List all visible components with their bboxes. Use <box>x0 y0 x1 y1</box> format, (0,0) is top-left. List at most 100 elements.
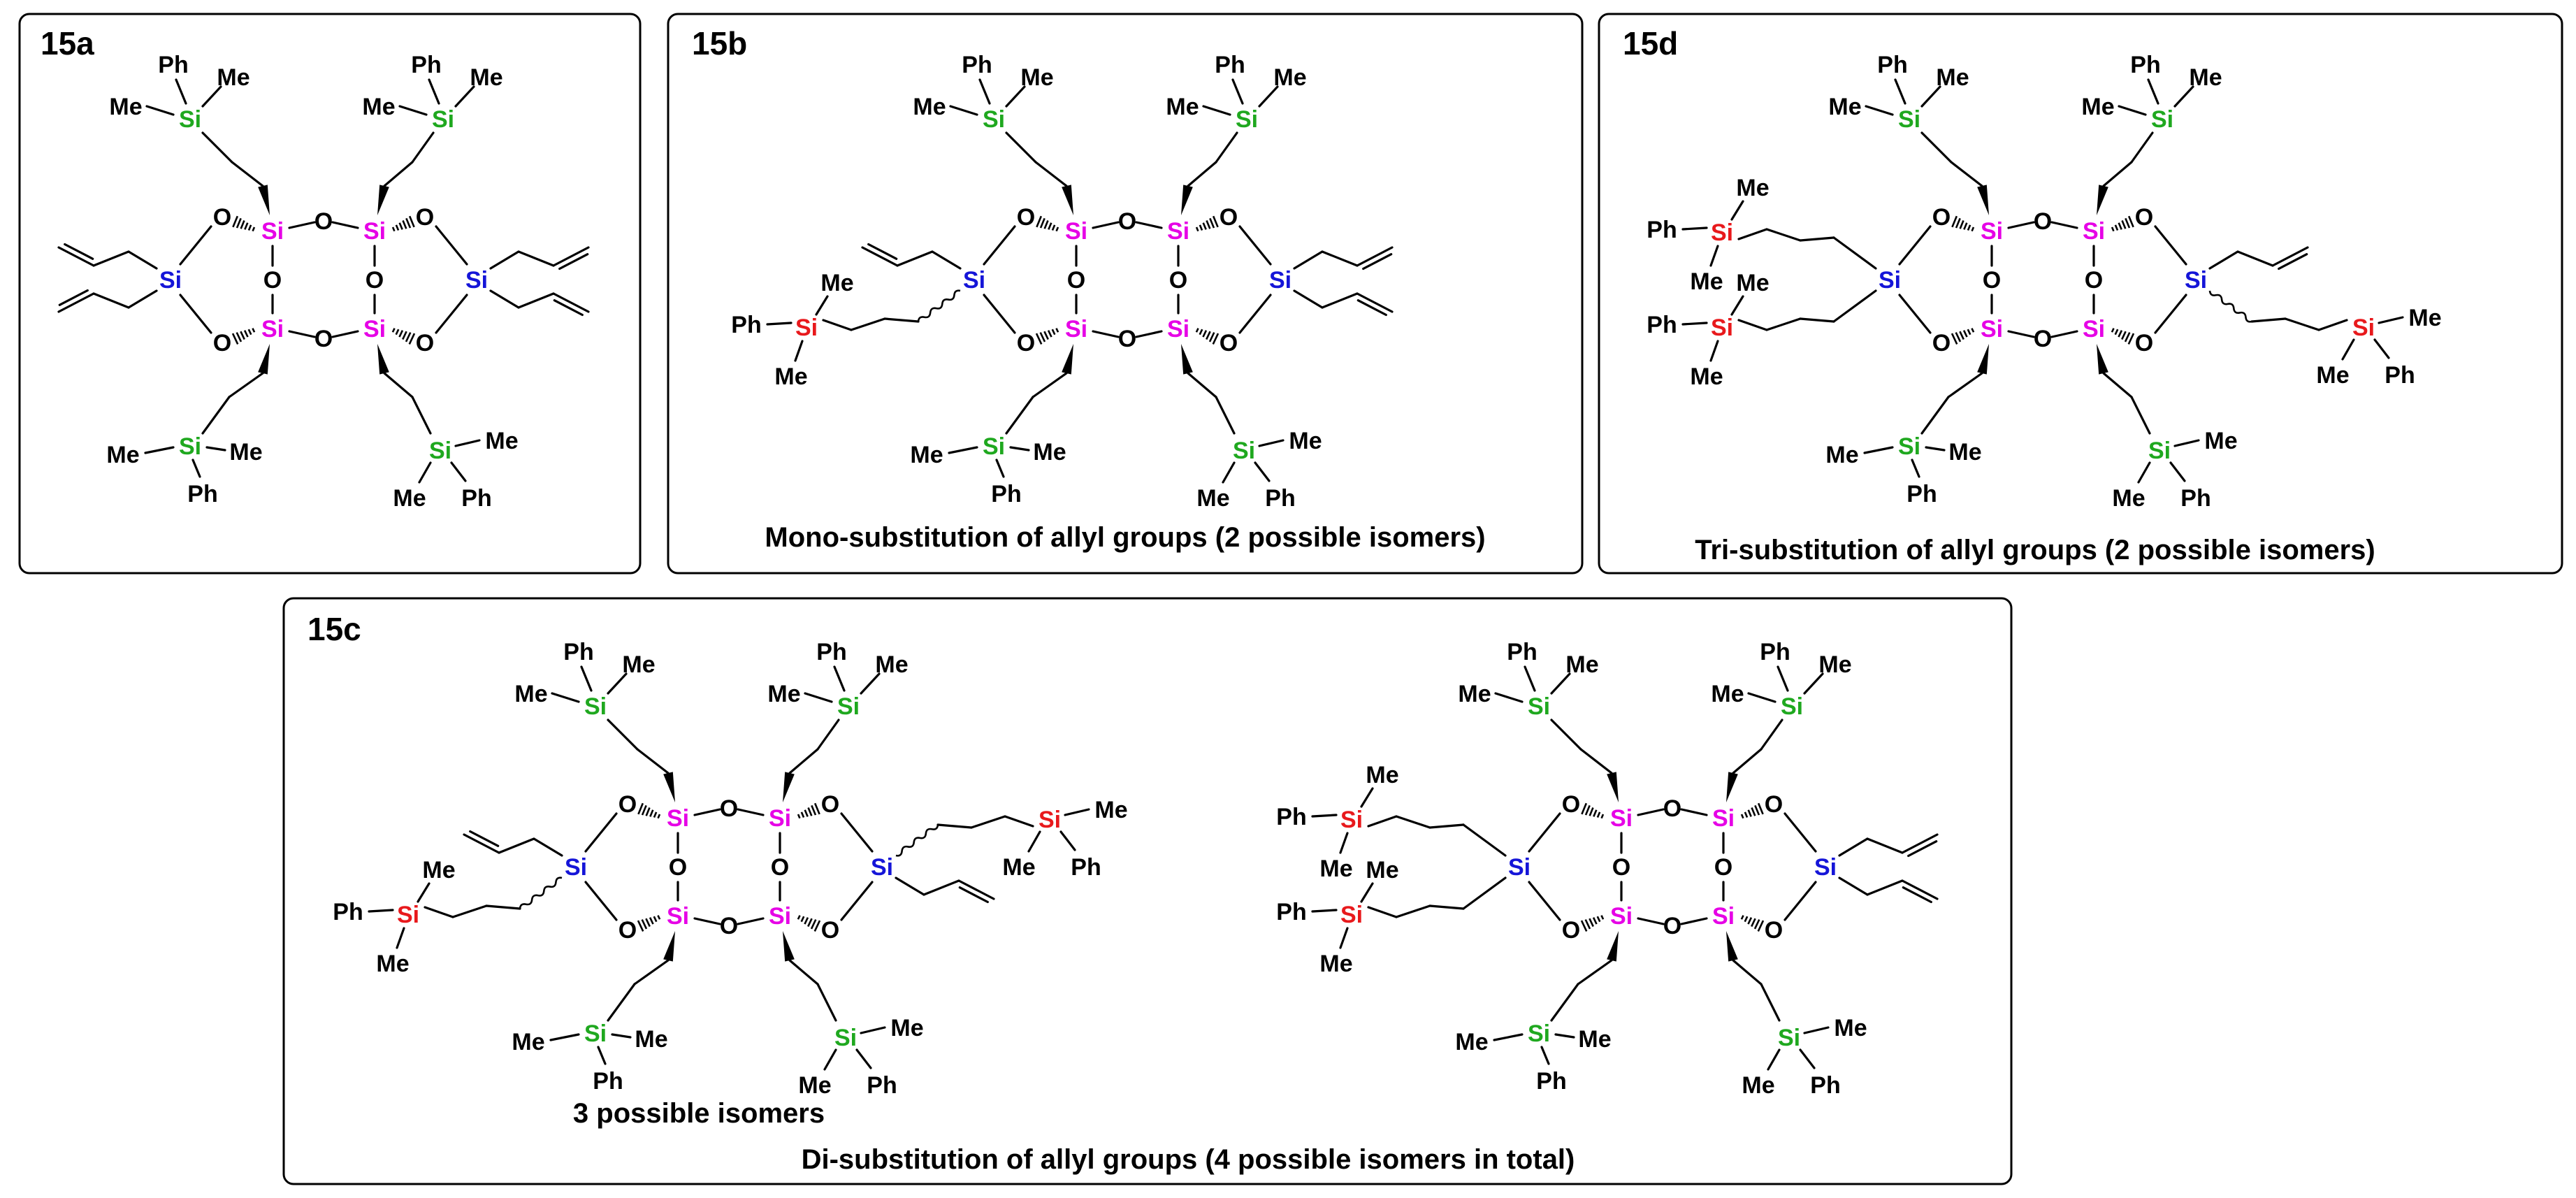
bond <box>931 250 962 270</box>
molecule-15b-bridge-si: Si <box>1269 267 1291 294</box>
bond <box>418 461 432 484</box>
bond <box>2050 330 2078 338</box>
bond <box>766 322 793 326</box>
bond <box>1907 840 1938 858</box>
molecule-15b-o-atom: O <box>1220 330 1238 356</box>
bond <box>2373 338 2390 359</box>
molecule-15c-isomer-1-pendant-me-label: Me <box>767 681 800 707</box>
bond <box>485 904 521 910</box>
bond <box>1732 748 1763 774</box>
molecule-15d-pendant-me-label: Me <box>1936 64 1969 91</box>
molecule-15c-isomer-1-o-atom: O <box>821 791 839 818</box>
hash-bond <box>804 917 809 925</box>
bond <box>883 317 920 323</box>
bond <box>983 225 1016 266</box>
molecule-15c-isomer-2-substituted-ph-label: Ph <box>1276 804 1306 830</box>
hash-bond <box>1212 215 1219 228</box>
bond <box>1832 236 1877 270</box>
molecule-15c-isomer-2-pendant-me-label: Me <box>1458 681 1491 707</box>
bond <box>463 833 500 854</box>
bond <box>861 246 899 267</box>
bond <box>1901 833 1939 854</box>
bond <box>2007 330 2035 338</box>
bond <box>398 105 428 116</box>
hash-bond <box>1212 333 1220 345</box>
wedge-bond <box>2097 185 2108 215</box>
hash-bond <box>1959 220 1964 229</box>
molecule-15a-pendant-me-label: Me <box>393 485 426 512</box>
bond <box>2278 253 2308 270</box>
hash-bond <box>236 217 242 229</box>
bond <box>1092 330 1120 338</box>
bond <box>860 672 881 695</box>
molecule-15c-isomer-2-o-atom: O <box>1765 791 1783 818</box>
bond <box>1187 372 1217 398</box>
hash-bond <box>231 333 239 345</box>
molecule-15b-substituted-me-label: Me <box>820 270 853 296</box>
molecule-15a-pendant-me-label: Me <box>109 94 142 120</box>
hash-bond <box>1039 332 1046 342</box>
bond <box>1524 665 1536 692</box>
hash-bond <box>1206 331 1211 340</box>
molecule-15c-isomer-2-o-atom: O <box>1612 854 1630 881</box>
bond <box>2050 221 2078 229</box>
molecule-15b-o-atom: O <box>1017 204 1035 231</box>
bond <box>1863 446 1894 454</box>
molecule-15d-substituted-ph-label: Ph <box>1647 312 1677 338</box>
bond <box>1494 692 1524 703</box>
molecule-15c-isomer-1-pendant-ph-label: Ph <box>563 639 593 665</box>
hash-bond <box>1596 811 1601 818</box>
molecule-15b-o-atom: O <box>1169 267 1187 294</box>
bond <box>840 812 874 853</box>
bond <box>922 879 960 896</box>
bond <box>424 906 454 918</box>
molecule-15a-pendant-ph-label: Ph <box>187 481 217 507</box>
hash-bond <box>1209 217 1215 229</box>
bond <box>633 959 670 986</box>
molecule-15a-pendant-me-label: Me <box>106 442 139 468</box>
bond <box>1395 904 1431 918</box>
molecule-15a-pendant-ph-label: Ph <box>461 485 491 512</box>
bond <box>127 289 158 309</box>
hash-bond <box>1589 918 1594 928</box>
bond <box>1135 330 1163 338</box>
hash-bond <box>1751 918 1756 928</box>
molecule-15c-isomer-1-bridge-si: Si <box>871 854 893 881</box>
bond <box>1760 983 1781 1022</box>
bond <box>860 1026 886 1034</box>
molecule-15c-isomer-2-pendant-si-atom: Si <box>1528 1020 1550 1047</box>
hash-bond <box>653 811 658 818</box>
hash-bond <box>1754 804 1760 816</box>
wedge-bond <box>2097 344 2108 375</box>
panel-15c-caption: Di-substitution of allyl groups (4 possi… <box>802 1144 1575 1175</box>
bond <box>607 672 628 695</box>
hash-bond <box>1581 802 1588 815</box>
panel-15c-frame <box>282 597 2013 1185</box>
bond <box>1920 396 1950 435</box>
molecule-15a-o-atom: O <box>213 330 231 356</box>
hash-bond <box>1592 917 1598 925</box>
molecule-15c-isomer-1-pendant-me-label: Me <box>798 1072 831 1099</box>
hash-bond <box>810 919 817 930</box>
bond <box>489 250 520 270</box>
molecule-15b-substituted-ph-label: Ph <box>731 312 761 338</box>
molecule-15a-o-atom: O <box>366 267 384 294</box>
bond <box>92 292 130 309</box>
molecule-15c-isomer-1-pendant-me-label: Me <box>875 651 908 678</box>
molecule-15d-pendant-me-label: Me <box>2081 94 2114 120</box>
molecule-15b-ring-si: Si <box>1167 316 1189 342</box>
bond <box>1550 719 1582 751</box>
bond <box>580 665 593 692</box>
bond <box>1550 672 1571 695</box>
molecule-15a-ring-si: Si <box>261 316 284 342</box>
bond <box>92 250 130 267</box>
molecule-15c-isomer-1-pendant-me-label: Me <box>635 1026 667 1053</box>
molecule-15c-isomer-1-o-atom: O <box>618 791 637 818</box>
molecule-15a-o-atom: O <box>416 204 434 231</box>
wedge-bond <box>1062 185 1073 215</box>
bond <box>995 459 1005 478</box>
bond <box>1187 161 1217 187</box>
molecule-15b-pendant-si-atom: Si <box>983 106 1005 133</box>
hash-bond <box>811 804 817 816</box>
hash-bond <box>1744 916 1749 923</box>
